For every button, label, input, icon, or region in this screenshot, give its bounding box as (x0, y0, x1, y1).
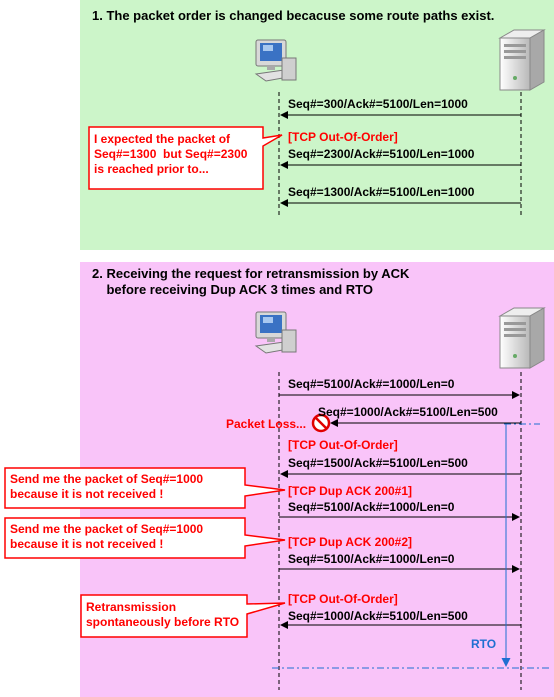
message-label: Seq#=1000/Ack#=5100/Len=500 (318, 405, 498, 419)
callout-text: Retransmission spontaneously before RTO (86, 600, 240, 629)
message-tag: [TCP Out-Of-Order] (288, 592, 398, 606)
callout-request-retransmission-2: Send me the packet of Seq#=1000 because … (4, 517, 286, 559)
message-label: Seq#=300/Ack#=5100/Len=1000 (288, 97, 468, 111)
message-label: Seq#=5100/Ack#=1000/Len=0 (288, 552, 455, 566)
callout-expected-seq: I expected the packet of Seq#=1300 but S… (88, 126, 284, 190)
message-label: Seq#=1000/Ack#=5100/Len=500 (288, 609, 468, 623)
callout-text: Send me the packet of Seq#=1000 because … (10, 472, 204, 501)
packet-loss-label: Packet Loss... (226, 417, 307, 431)
message-label: Seq#=5100/Ack#=1000/Len=0 (288, 500, 455, 514)
computer-icon (254, 39, 297, 82)
message-tag: [TCP Out-Of-Order] (288, 130, 398, 144)
rto-label: RTO (471, 637, 497, 651)
no-entry-icon (311, 413, 331, 433)
callout-text: I expected the packet of Seq#=1300 but S… (94, 132, 248, 176)
server-icon (498, 29, 546, 91)
message-label: Seq#=2300/Ack#=5100/Len=1000 (288, 147, 475, 161)
message-tag: [TCP Dup ACK 200#1] (288, 484, 413, 498)
message-tag: [TCP Dup ACK 200#2] (288, 535, 413, 549)
message-label: Seq#=5100/Ack#=1000/Len=0 (288, 377, 455, 391)
message-tag: [TCP Out-Of-Order] (288, 438, 398, 452)
computer-icon (254, 311, 297, 354)
callout-text: Send me the packet of Seq#=1000 because … (10, 522, 204, 551)
callout-spontaneous-retransmission: Retransmission spontaneously before RTO (80, 594, 286, 638)
message-label: Seq#=1500/Ack#=5100/Len=500 (288, 456, 468, 470)
message-label: Seq#=1300/Ack#=5100/Len=1000 (288, 185, 475, 199)
server-icon (498, 307, 546, 369)
callout-request-retransmission-1: Send me the packet of Seq#=1000 because … (4, 467, 286, 509)
scenario-1-heading: 1. The packet order is changed becacuse … (92, 8, 495, 23)
scenario-1-panel (80, 0, 554, 250)
scenario-2-heading: 2. Receiving the request for retransmiss… (92, 266, 410, 297)
